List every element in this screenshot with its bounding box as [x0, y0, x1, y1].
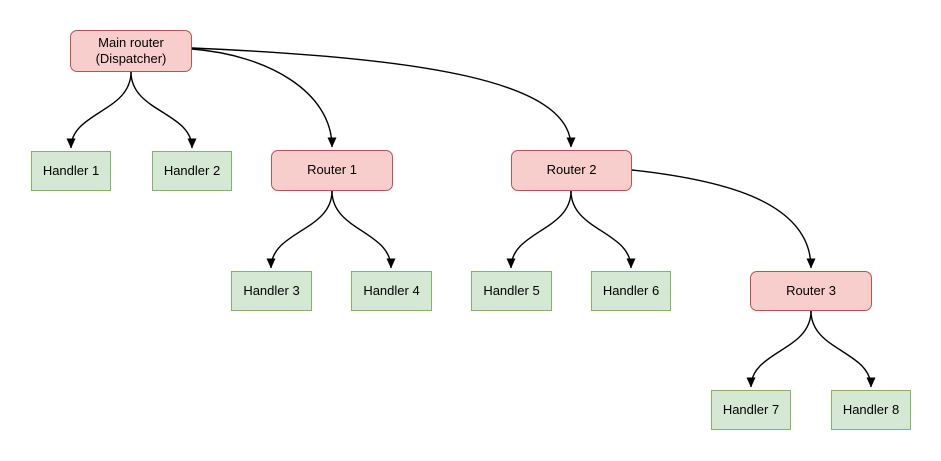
node-handler-7: Handler 7 [711, 390, 791, 430]
node-router-1: Router 1 [271, 150, 393, 191]
node-handler-3: Handler 3 [231, 271, 312, 311]
node-label: Handler 7 [722, 401, 780, 417]
edge-router-3-to-handler-7 [746, 310, 812, 388]
node-router-2: Router 2 [511, 150, 632, 191]
node-label: Handler 2 [163, 162, 221, 178]
edge-main-to-handler-2 [130, 71, 197, 149]
edge-router-3-to-handler-8 [810, 310, 876, 388]
node-handler-5: Handler 5 [471, 271, 552, 311]
node-label: Main router (Dispatcher) [95, 34, 167, 66]
node-label: Handler 1 [42, 162, 100, 178]
node-router-3: Router 3 [750, 271, 872, 311]
node-label: Handler 3 [243, 282, 300, 298]
edge-router-1-to-handler-4 [331, 190, 396, 269]
node-label: Handler 6 [602, 282, 660, 298]
edge-router-2-to-router-3 [631, 169, 816, 269]
edge-main-to-router-2 [191, 47, 576, 148]
node-main-router: Main router (Dispatcher) [70, 30, 192, 72]
node-handler-1: Handler 1 [31, 151, 111, 191]
node-handler-6: Handler 6 [591, 271, 671, 311]
node-handler-8: Handler 8 [831, 390, 911, 430]
node-handler-2: Handler 2 [152, 151, 232, 191]
edge-main-to-router-1 [191, 48, 337, 148]
node-label: Handler 5 [483, 282, 540, 298]
edge-main-to-handler-1 [66, 71, 132, 149]
node-label: Router 2 [546, 162, 597, 178]
edge-router-1-to-handler-3 [266, 190, 333, 269]
node-label: Handler 4 [363, 282, 420, 298]
node-label: Router 3 [786, 282, 836, 298]
node-handler-4: Handler 4 [351, 271, 432, 311]
node-label: Handler 8 [842, 401, 900, 417]
edge-router-2-to-handler-6 [570, 190, 636, 269]
node-label: Router 1 [307, 162, 357, 178]
edge-router-2-to-handler-5 [506, 190, 572, 269]
